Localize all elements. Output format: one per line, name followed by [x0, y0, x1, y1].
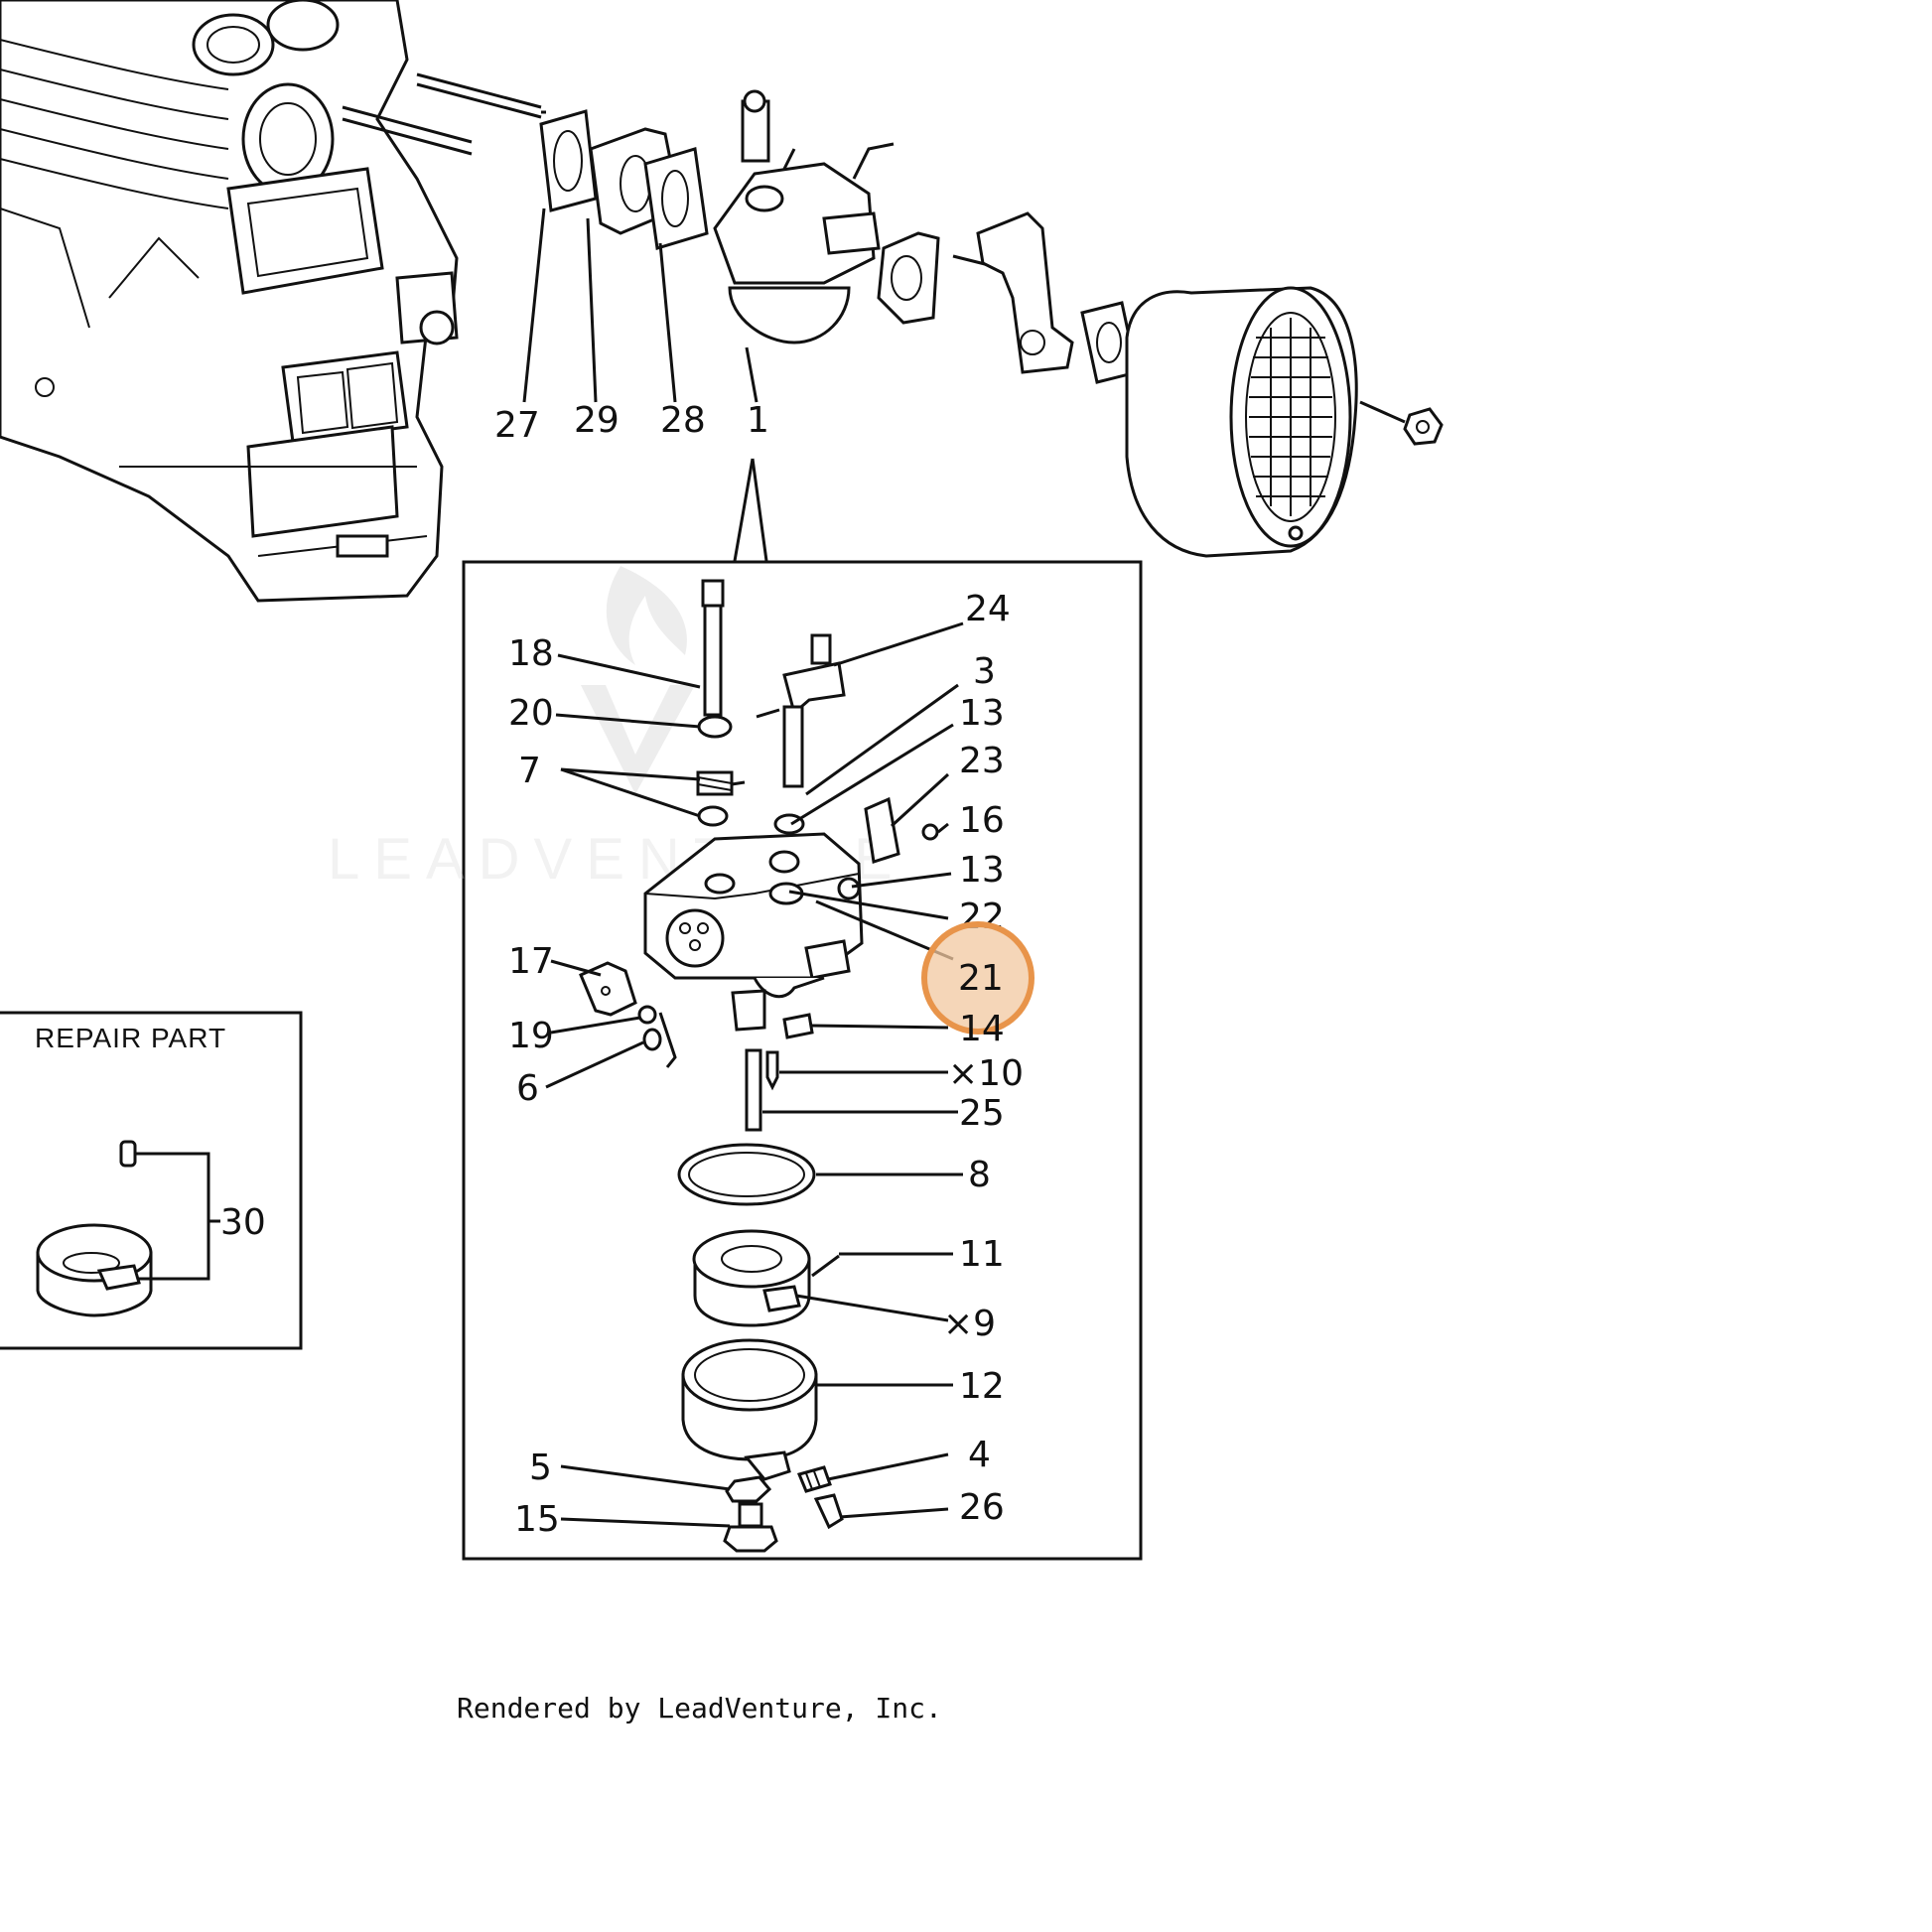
callout-1: 1: [747, 400, 769, 441]
footer-credit: Rendered by LeadVenture, Inc.: [457, 1692, 942, 1725]
callout-13-lower: 13: [959, 850, 1005, 891]
callout-29: 29: [574, 400, 620, 441]
callout-26: 26: [959, 1487, 1005, 1528]
air-cleaner-gasket: [877, 231, 940, 325]
wing-nut: [1403, 407, 1444, 446]
callout-5: 5: [529, 1448, 552, 1488]
engine-block: [0, 0, 459, 603]
repair-part-box: REPAIR PART 30: [0, 1011, 303, 1350]
mounting-studs: [342, 72, 546, 156]
callout-13-top: 13: [959, 693, 1005, 734]
callout-14: 14: [959, 1009, 1005, 1049]
gasket-28: [643, 147, 709, 250]
callout-18: 18: [508, 633, 554, 674]
callout-23: 23: [959, 741, 1005, 781]
air-cleaner-cover: [1125, 286, 1358, 558]
air-cleaner-bracket: [976, 211, 1074, 374]
callout-28: 28: [660, 400, 706, 441]
callout-25: 25: [959, 1093, 1005, 1134]
callout-30: 30: [220, 1202, 266, 1243]
gasket-27: [539, 109, 598, 212]
callout-7: 7: [518, 751, 541, 791]
callout-10: ×10: [948, 1053, 1024, 1094]
callout-17: 17: [508, 941, 554, 982]
callout-6: 6: [516, 1068, 539, 1109]
callout-21: 21: [958, 958, 1004, 999]
callout-24: 24: [965, 589, 1011, 629]
callout-4: 4: [968, 1435, 991, 1475]
callout-9: ×9: [943, 1304, 996, 1344]
detail-box: [462, 560, 1143, 1561]
callout-15: 15: [514, 1499, 560, 1540]
callout-19: 19: [508, 1016, 554, 1056]
callout-20: 20: [508, 693, 554, 734]
callout-8: 8: [968, 1155, 991, 1195]
callout-12: 12: [959, 1366, 1005, 1407]
detail-parts: [579, 579, 939, 1553]
detail-leaders: [545, 621, 964, 1528]
highlighted-callout-21[interactable]: 21: [921, 921, 1035, 1035]
cover-gasket: [1080, 301, 1139, 384]
callout-16: 16: [959, 800, 1005, 841]
carburetor-assembly-1: [713, 89, 895, 345]
callout-11: 11: [959, 1234, 1005, 1275]
repair-part-title: REPAIR PART: [35, 1023, 226, 1053]
callout-3: 3: [973, 651, 996, 692]
callout-27: 27: [494, 405, 540, 446]
